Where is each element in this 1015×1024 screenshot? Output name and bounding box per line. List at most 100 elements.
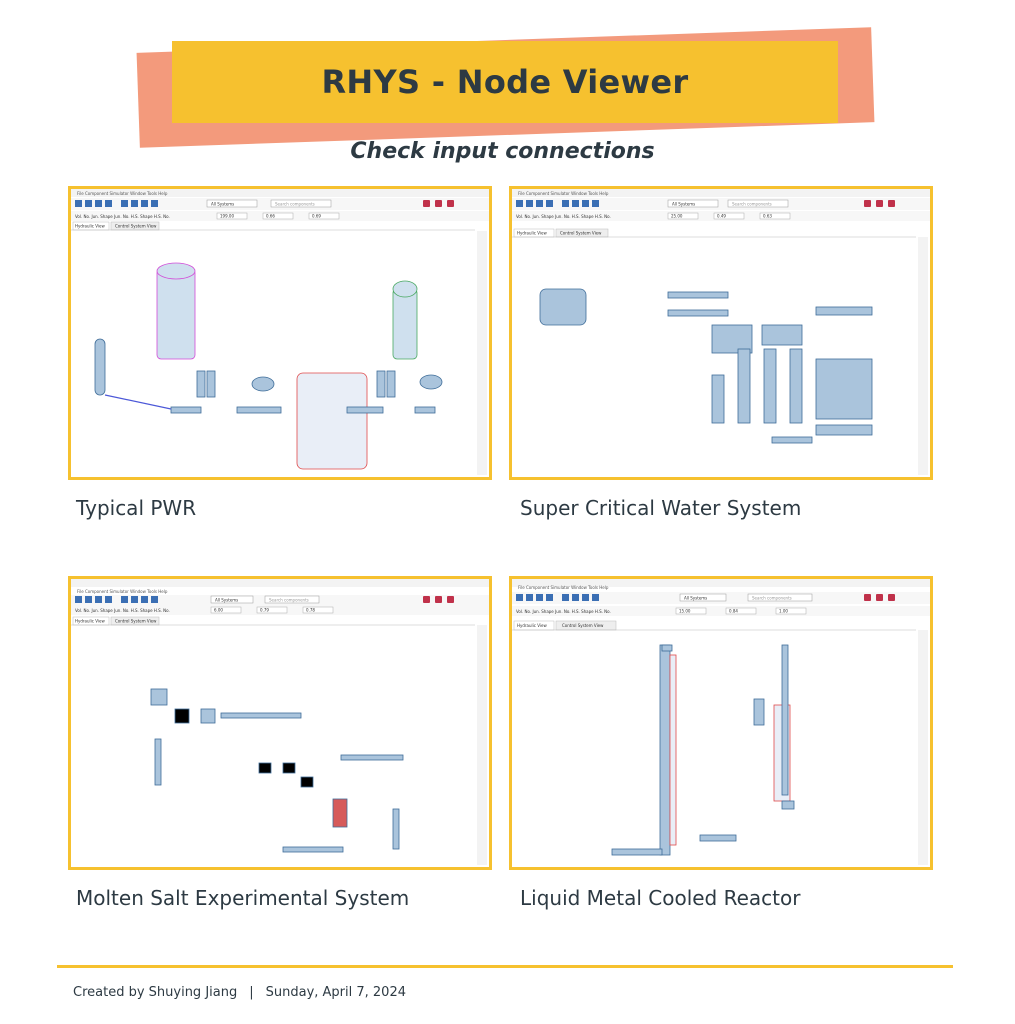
caption-typical-pwr: Typical PWR: [76, 496, 197, 520]
print-icon[interactable]: [536, 594, 543, 601]
fit-icon[interactable]: [562, 200, 569, 207]
check-icon[interactable]: [572, 594, 579, 601]
print-icon[interactable]: [95, 200, 102, 207]
svg-text:Control System View: Control System View: [560, 231, 602, 236]
copy-icon[interactable]: [582, 200, 589, 207]
search-input[interactable]: [747, 593, 813, 602]
run-icon[interactable]: [423, 200, 430, 207]
component-palette[interactable]: [918, 237, 928, 475]
info-icon[interactable]: [888, 594, 895, 601]
delete-icon[interactable]: [151, 200, 158, 207]
app-window: File Component Simulator Window Tools He…: [512, 579, 930, 867]
svg-text:All Systems: All Systems: [215, 598, 238, 603]
print-icon[interactable]: [536, 200, 543, 207]
height-field[interactable]: [775, 607, 807, 615]
menu-bar[interactable]: File Component Simulator Window Tools He…: [518, 585, 609, 590]
info-icon[interactable]: [888, 200, 895, 207]
width-field[interactable]: [256, 606, 288, 614]
component-palette[interactable]: [918, 630, 928, 865]
stop-icon[interactable]: [876, 200, 883, 207]
scale-field[interactable]: [675, 607, 707, 615]
view-options[interactable]: Vol. No. Jun. Shape Jun. No. H.S. Shape …: [516, 214, 611, 219]
width-field[interactable]: [262, 212, 294, 220]
app-window: File Component Simulator Window Tools He…: [71, 189, 489, 477]
scale-field[interactable]: [216, 212, 248, 220]
height-field[interactable]: [302, 606, 334, 614]
export-icon[interactable]: [546, 200, 553, 207]
svg-text:Search components: Search components: [732, 202, 772, 207]
fit-icon[interactable]: [121, 596, 128, 603]
save-icon[interactable]: [75, 596, 82, 603]
stop-icon[interactable]: [435, 596, 442, 603]
view-options[interactable]: Vol. No. Jun. Shape Jun. No. H.S. Shape …: [75, 608, 170, 613]
open-icon[interactable]: [526, 200, 533, 207]
delete-icon[interactable]: [151, 596, 158, 603]
svg-text:0.49: 0.49: [717, 214, 726, 219]
height-field[interactable]: [759, 212, 791, 220]
footer-date: Sunday, April 7, 2024: [265, 985, 406, 1000]
run-icon[interactable]: [864, 594, 871, 601]
scale-field[interactable]: [210, 606, 242, 614]
menu-bar[interactable]: File Component Simulator Window Tools He…: [77, 191, 168, 196]
height-field[interactable]: [308, 212, 340, 220]
export-icon[interactable]: [546, 594, 553, 601]
svg-text:Hydraulic View: Hydraulic View: [517, 623, 547, 628]
footer-author: Created by Shuying Jiang: [73, 985, 238, 1000]
component-palette[interactable]: [477, 231, 487, 475]
print-icon[interactable]: [95, 596, 102, 603]
svg-text:Search components: Search components: [752, 596, 792, 601]
export-icon[interactable]: [105, 596, 112, 603]
svg-text:All Systems: All Systems: [672, 202, 695, 207]
scale-field[interactable]: [667, 212, 699, 220]
check-icon[interactable]: [131, 200, 138, 207]
width-field[interactable]: [725, 607, 757, 615]
footer: Created by Shuying Jiang|Sunday, April 7…: [73, 985, 406, 1000]
save-icon[interactable]: [75, 200, 82, 207]
title-banner: RHYS - Node Viewer: [172, 41, 838, 123]
svg-text:6.00: 6.00: [214, 608, 223, 613]
copy-icon[interactable]: [141, 200, 148, 207]
open-icon[interactable]: [85, 596, 92, 603]
run-icon[interactable]: [423, 596, 430, 603]
search-input[interactable]: [264, 595, 320, 604]
menu-bar[interactable]: File Component Simulator Window Tools He…: [518, 191, 609, 196]
save-icon[interactable]: [516, 594, 523, 601]
delete-icon[interactable]: [592, 594, 599, 601]
stop-icon[interactable]: [435, 200, 442, 207]
delete-icon[interactable]: [592, 200, 599, 207]
search-input[interactable]: [270, 199, 332, 208]
export-icon[interactable]: [105, 200, 112, 207]
component-palette[interactable]: [477, 625, 487, 865]
check-icon[interactable]: [572, 200, 579, 207]
svg-text:Control System View: Control System View: [115, 224, 157, 229]
page-title: RHYS - Node Viewer: [321, 63, 689, 101]
width-field[interactable]: [713, 212, 745, 220]
svg-text:Hydraulic View: Hydraulic View: [75, 619, 105, 624]
fit-icon[interactable]: [562, 594, 569, 601]
svg-text:15.00: 15.00: [679, 609, 691, 614]
fit-icon[interactable]: [121, 200, 128, 207]
systems-select[interactable]: [210, 595, 254, 604]
copy-icon[interactable]: [141, 596, 148, 603]
check-icon[interactable]: [131, 596, 138, 603]
systems-select[interactable]: [679, 593, 727, 602]
caption-liquid-metal: Liquid Metal Cooled Reactor: [520, 886, 801, 910]
run-icon[interactable]: [864, 200, 871, 207]
view-options[interactable]: Vol. No. Jun. Shape Jun. No. H.S. Shape …: [516, 609, 611, 614]
systems-select[interactable]: [667, 199, 719, 208]
view-options[interactable]: Vol. No. Jun. Shape Jun. No. H.S. Shape …: [75, 214, 170, 219]
stop-icon[interactable]: [876, 594, 883, 601]
menu-bar[interactable]: File Component Simulator Window Tools He…: [77, 589, 168, 594]
screenshot-typical-pwr: File Component Simulator Window Tools He…: [68, 186, 492, 480]
info-icon[interactable]: [447, 200, 454, 207]
open-icon[interactable]: [85, 200, 92, 207]
systems-select[interactable]: [206, 199, 258, 208]
svg-text:0.69: 0.69: [312, 214, 321, 219]
svg-text:All Systems: All Systems: [684, 596, 707, 601]
save-icon[interactable]: [516, 200, 523, 207]
open-icon[interactable]: [526, 594, 533, 601]
screenshot-liquid-metal: File Component Simulator Window Tools He…: [509, 576, 933, 870]
search-input[interactable]: [727, 199, 789, 208]
copy-icon[interactable]: [582, 594, 589, 601]
info-icon[interactable]: [447, 596, 454, 603]
